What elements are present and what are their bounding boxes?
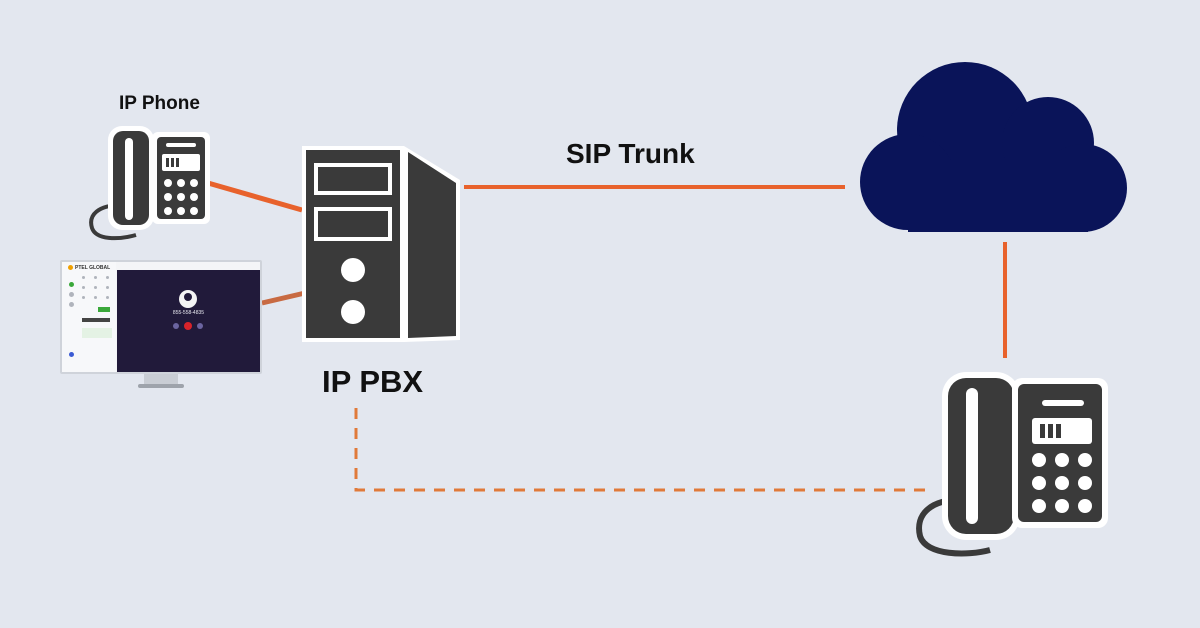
softphone-dialpad-panel: PTEL GLOBAL (62, 262, 116, 372)
mute-button (173, 323, 179, 329)
dialpad-key (106, 276, 109, 279)
server-tower-icon (302, 146, 460, 342)
hold-button (197, 323, 203, 329)
ip-phone-icon (89, 126, 210, 241)
phone-to-pbx-link (207, 180, 303, 213)
input-bar (82, 318, 110, 322)
sidebar-icon (69, 292, 74, 297)
pbx-to-deskphone-dashed-link (354, 408, 928, 492)
monitor-stand (144, 374, 178, 384)
brand-text: PTEL GLOBAL (75, 265, 111, 271)
dialpad-key (106, 296, 109, 299)
ip-phone-label: IP Phone (119, 93, 200, 114)
caller-number: 855-558-4835 (172, 310, 205, 316)
end-call-button (184, 322, 192, 330)
softphone-to-pbx-link (261, 290, 306, 306)
cloud-icon (860, 62, 1127, 232)
brand-logo-icon (68, 265, 73, 271)
dialpad-key (94, 286, 97, 289)
caller-avatar (179, 290, 197, 308)
sidebar-icon (69, 302, 74, 307)
dialpad-key (106, 286, 109, 289)
call-button (98, 307, 110, 312)
dialpad-key (82, 286, 85, 289)
desk-phone-icon (916, 372, 1108, 557)
active-call-pane: 855-558-4835 (117, 270, 260, 372)
softphone-monitor-icon: PTEL GLOBAL 855-558-4835 (60, 260, 262, 390)
monitor-screen: PTEL GLOBAL 855-558-4835 (60, 260, 262, 374)
dialpad-key (82, 296, 85, 299)
dialpad-key (94, 276, 97, 279)
dialpad-key (94, 296, 97, 299)
dialpad-key (82, 276, 85, 279)
monitor-base (138, 384, 184, 388)
active-call-card (82, 328, 112, 338)
sip-trunk-label: SIP Trunk (566, 138, 695, 169)
sidebar-icon (69, 282, 74, 287)
ip-pbx-label: IP PBX (322, 364, 424, 399)
sidebar-icon (69, 352, 74, 357)
softphone-brand: PTEL GLOBAL (68, 265, 110, 271)
